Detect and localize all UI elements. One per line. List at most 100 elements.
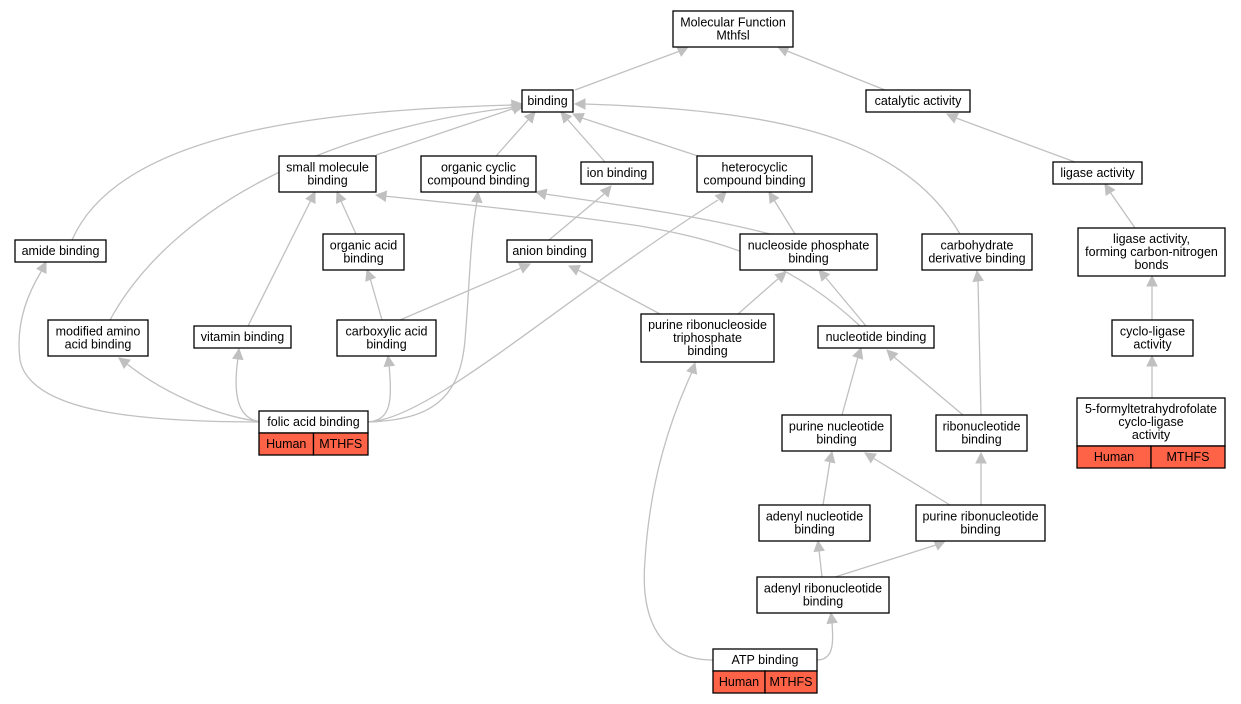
go-term-node-nucleotide[interactable]: nucleotide binding — [817, 325, 935, 349]
go-term-node-ligase[interactable]: ligase activity — [1052, 161, 1143, 185]
edge-nucleotide-to-nucleoside_phosphate — [825, 277, 867, 327]
go-term-node-formyl[interactable]: 5-formyltetrahydrofolatecyclo-ligaseacti… — [1076, 397, 1226, 469]
arrowhead-ribonucleotide-to-nucleotide — [886, 349, 899, 362]
node-label-line: folic acid binding — [267, 415, 359, 429]
edge-folic-to-organic_cyclic — [367, 200, 478, 423]
node-box — [672, 10, 794, 48]
node-label-line: binding — [961, 433, 1001, 447]
gene-cell — [764, 670, 818, 694]
gene-cell — [1150, 445, 1226, 469]
arrowhead-cyclo_ligase-to-ligase_cn — [1146, 274, 1158, 287]
gene-label: MTHFS — [319, 437, 362, 451]
node-box — [739, 233, 878, 271]
arrowhead-nucleotide-to-nucleoside_phosphate — [818, 269, 831, 282]
node-box — [865, 89, 971, 113]
edge-folic-to-vitamin — [235, 357, 263, 423]
arrowhead-nucleotide-to-small_molecule — [374, 190, 388, 203]
node-label-line: binding — [687, 344, 727, 358]
node-box — [580, 161, 654, 185]
arrowhead-ion_binding-to-binding — [560, 111, 573, 124]
edge-vitamin-to-small_molecule — [247, 199, 312, 327]
edge-folic-to-carboxylic — [367, 363, 391, 423]
species-label: Human — [266, 437, 306, 451]
edge-organic_cyclic-to-binding — [495, 119, 529, 157]
node-box — [14, 239, 107, 263]
edge-atp-to-adenyl_rnt — [816, 621, 834, 661]
gene-label: MTHFS — [1166, 450, 1209, 464]
node-box — [1111, 319, 1194, 357]
species-label: Human — [719, 675, 759, 689]
node-label-line: Mthfsl — [716, 29, 749, 43]
go-term-node-ligase-cn[interactable]: ligase activity,forming carbon-nitrogenb… — [1077, 227, 1226, 277]
go-term-node-anion[interactable]: anion binding — [506, 239, 593, 263]
edge-folic-to-heterocyclic — [367, 199, 719, 423]
edge-ligase-to-catalytic — [955, 117, 1076, 163]
arrowhead-carbohydrate-to-binding — [573, 98, 586, 110]
node-label-line: organic cyclic — [441, 161, 516, 175]
edge-heterocyclic-to-binding — [581, 117, 699, 157]
arrowhead-organic_cyclic-to-binding — [523, 111, 536, 124]
edge-atp-to-purine_rntp — [643, 371, 714, 661]
node-box — [935, 414, 1028, 452]
arrowhead-folic-to-amide — [36, 261, 47, 274]
node-box — [756, 576, 890, 614]
node-label-line: amide binding — [22, 244, 100, 258]
node-box — [1076, 397, 1226, 447]
node-label-line: forming carbon-nitrogen — [1085, 245, 1218, 259]
node-label-line: acid binding — [65, 338, 132, 352]
arrowhead-vitamin-to-small_molecule — [305, 191, 316, 204]
edge-layer — [18, 45, 1158, 661]
node-box — [193, 325, 292, 349]
node-label-line: activity — [1133, 338, 1172, 352]
gene-cell — [312, 432, 369, 456]
node-label-line: compound binding — [703, 174, 805, 188]
node-label-line: ligase activity — [1060, 166, 1135, 180]
go-term-node-binding[interactable]: binding — [521, 89, 574, 113]
go-term-node-catalytic[interactable]: catalytic activity — [865, 89, 971, 113]
edge-modified_amino-to-binding — [109, 106, 517, 321]
node-label-line: purine nucleotide — [789, 420, 884, 434]
go-term-node-vitamin[interactable]: vitamin binding — [193, 325, 292, 349]
edge-ribonucleotide-to-carbohydrate — [977, 279, 982, 416]
go-term-node-amide[interactable]: amide binding — [14, 239, 107, 263]
node-box — [506, 239, 593, 263]
arrowhead-ribonucleotide-to-carbohydrate — [972, 269, 984, 283]
node-label-line: 5-formyltetrahydrofolate — [1085, 402, 1217, 416]
node-label-line: binding — [788, 252, 828, 266]
edge-organic_acid-to-small_molecule — [340, 200, 357, 235]
node-label-line: carboxylic acid — [346, 325, 428, 339]
node-box — [521, 89, 574, 113]
node-label-line: organic acid — [330, 239, 397, 253]
species-label: Human — [1094, 450, 1134, 464]
node-box — [696, 155, 813, 193]
arrowhead-atp-to-purine_rntp — [686, 361, 698, 375]
node-label-line: anion binding — [512, 244, 586, 258]
node-label-line: purine ribonucleotide — [922, 510, 1038, 524]
arrowhead-organic_acid-to-small_molecule — [335, 190, 347, 204]
edge-amide-to-binding — [71, 104, 514, 241]
edge-purine_nt-to-nucleotide — [841, 356, 859, 416]
arrowhead-adenyl_rnt-to-purine_rnt — [933, 539, 947, 551]
go-term-node-ion-binding[interactable]: ion binding — [580, 161, 654, 185]
arrowhead-formyl-to-cyclo_ligase — [1146, 354, 1158, 367]
edge-nucleoside_phosphate-to-heterocyclic — [773, 199, 796, 235]
node-box — [1052, 161, 1143, 185]
